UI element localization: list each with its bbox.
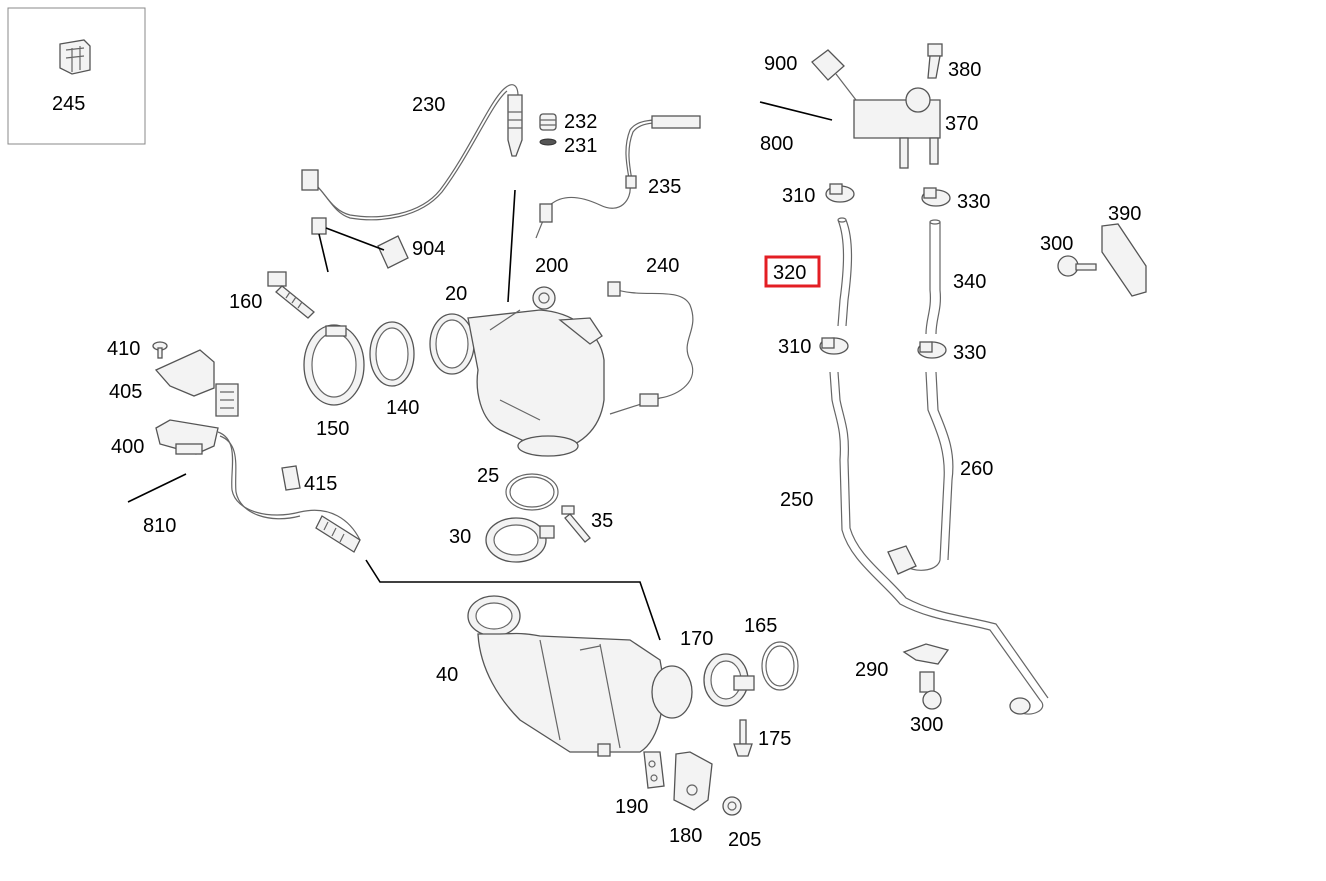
hose-320 (837, 217, 853, 327)
label-231: 231 (564, 135, 597, 157)
label-405: 405 (109, 381, 142, 403)
label-40: 40 (436, 664, 458, 686)
label-180: 180 (669, 825, 702, 847)
label-175: 175 (758, 728, 791, 750)
bolt-300-bottom (919, 671, 942, 710)
bracket-180 (673, 751, 713, 811)
label-250: 250 (780, 489, 813, 511)
label-900: 900 (764, 53, 797, 75)
clamp-30 (485, 517, 555, 563)
label-800: 800 (760, 133, 793, 155)
ring-25 (505, 473, 559, 511)
sensor-cable-230 (301, 84, 523, 221)
temp-sensor-235 (535, 115, 701, 239)
connector-904 (311, 217, 409, 273)
temp-sensor-240 (607, 281, 694, 415)
label-410: 410 (107, 338, 140, 360)
label-380: 380 (948, 59, 981, 81)
label-310-top: 310 (782, 185, 815, 207)
label-300-top: 300 (1040, 233, 1073, 255)
label-235: 235 (648, 176, 681, 198)
label-140: 140 (386, 397, 419, 419)
clamp-150 (303, 324, 365, 406)
hose-clamp-330-bottom (917, 341, 947, 359)
label-415: 415 (304, 473, 337, 495)
clamp-170 (703, 653, 755, 707)
pressure-sensor-370 (759, 49, 941, 169)
clip-290 (902, 643, 950, 665)
gasket-140 (369, 321, 415, 387)
particulate-filter-40 (467, 595, 693, 757)
seal-231 (539, 138, 557, 146)
bolt-35 (561, 505, 591, 543)
label-230: 230 (412, 94, 445, 116)
mount-190 (643, 751, 665, 789)
label-240: 240 (646, 255, 679, 277)
hose-clamp-310-bottom (819, 337, 849, 355)
label-165: 165 (744, 615, 777, 637)
highlight-box-320 (764, 255, 821, 288)
clip-415 (281, 465, 301, 491)
hose-340 (925, 219, 942, 335)
label-200: 200 (535, 255, 568, 277)
lower-oxygen-sensor (315, 515, 661, 641)
part-labels: 245 230 232 231 235 904 200 240 20 160 4… (52, 53, 1141, 851)
bracket-390 (1101, 223, 1147, 297)
label-260: 260 (960, 458, 993, 480)
label-310-bottom: 310 (778, 336, 811, 358)
bolt-175 (733, 719, 753, 757)
label-810: 810 (143, 515, 176, 537)
label-35: 35 (591, 510, 613, 532)
nut-200 (532, 286, 556, 310)
hose-clamp-310-top (825, 183, 855, 203)
catalyst-20 (429, 189, 605, 457)
bolt-300-top (1057, 255, 1097, 277)
label-904: 904 (412, 238, 445, 260)
label-290: 290 (855, 659, 888, 681)
label-245: 245 (52, 93, 85, 115)
label-330-bottom: 330 (953, 342, 986, 364)
label-370: 370 (945, 113, 978, 135)
inset-box-245 (7, 7, 146, 145)
pipe-250 (829, 371, 1049, 715)
label-400: 400 (111, 436, 144, 458)
label-330-top: 330 (957, 191, 990, 213)
screw-410 (152, 341, 168, 359)
label-300-bottom: 300 (910, 714, 943, 736)
label-232: 232 (564, 111, 597, 133)
hose-clamp-330-top (921, 187, 951, 207)
label-340: 340 (953, 271, 986, 293)
label-30: 30 (449, 526, 471, 548)
label-20: 20 (445, 283, 467, 305)
pipe-260 (887, 371, 954, 575)
screw-380 (927, 43, 943, 79)
plug-232 (539, 113, 557, 131)
label-25: 25 (477, 465, 499, 487)
label-190: 190 (615, 796, 648, 818)
label-170: 170 (680, 628, 713, 650)
label-390: 390 (1108, 203, 1141, 225)
label-150: 150 (316, 418, 349, 440)
label-160: 160 (229, 291, 262, 313)
bracket-405 (154, 349, 239, 417)
label-205: 205 (728, 829, 761, 851)
label-320: 320 (773, 262, 806, 284)
sensor-unit-400 (127, 419, 361, 541)
nut-205 (722, 796, 742, 816)
bolt-160 (267, 271, 315, 319)
ring-165 (761, 641, 799, 691)
